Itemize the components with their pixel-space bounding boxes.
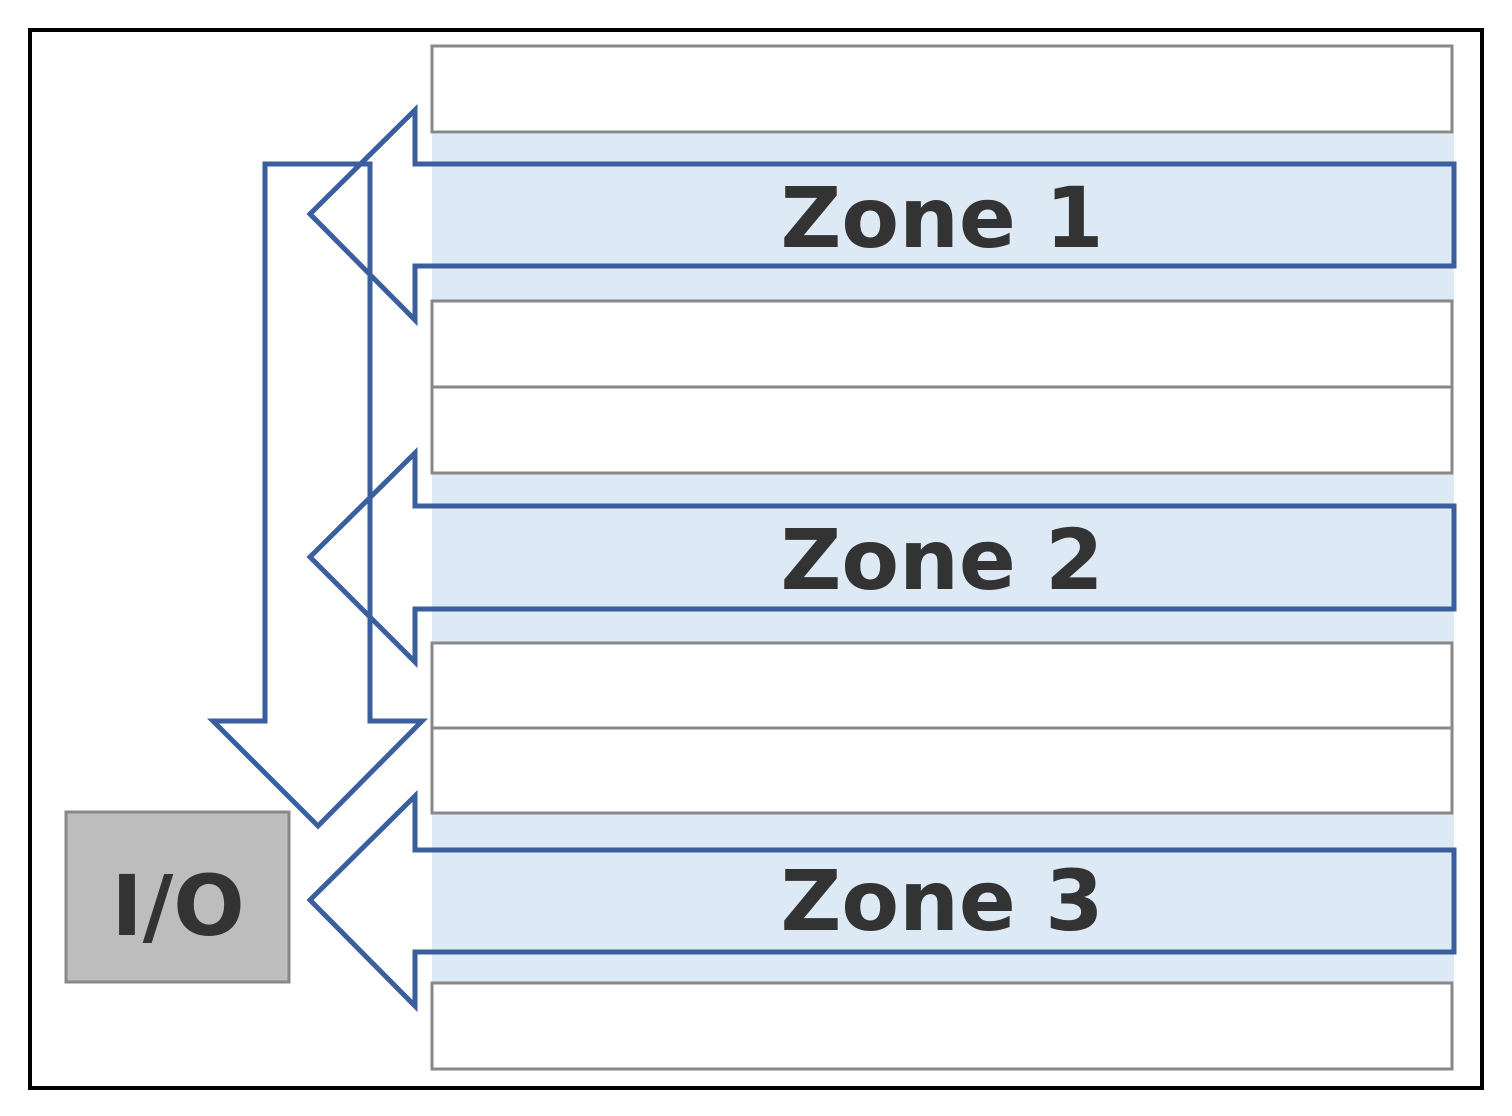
- zone-2-label: Zone 2: [780, 511, 1103, 609]
- zone-band-2: [432, 474, 1454, 642]
- io-box: [64, 810, 291, 984]
- io-label: I/O: [111, 857, 244, 955]
- zone-1-label: Zone 1: [780, 169, 1103, 267]
- slot-row: [430, 726, 1454, 815]
- slot-row: [430, 981, 1454, 1071]
- zone-3-arrow: [306, 790, 1457, 1013]
- slot-row: [430, 641, 1454, 730]
- zone-1-arrow: [306, 104, 1457, 327]
- down-to-io-arrow: [206, 161, 428, 830]
- slot-row: [430, 385, 1454, 475]
- slot-row: [430, 44, 1454, 134]
- zone-3-label: Zone 3: [780, 852, 1103, 950]
- slot-row: [430, 299, 1454, 389]
- zone-2-arrow: [306, 447, 1457, 669]
